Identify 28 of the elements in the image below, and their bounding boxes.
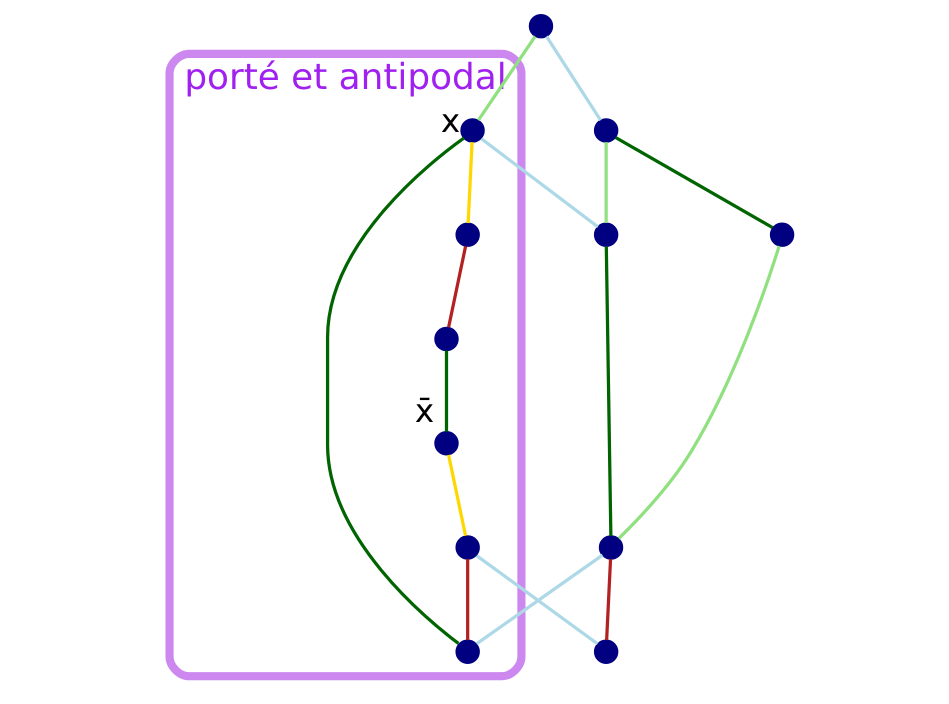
node-label: x [440,102,460,140]
node-circle [434,326,458,352]
connector [604,246,612,536]
connector [444,350,448,432]
connector [325,136,464,645]
connector [480,137,598,228]
node-circle [460,118,484,143]
node-circle [434,431,458,456]
node-circle [593,222,618,247]
node-circle [593,118,618,143]
node-circle [454,222,480,247]
connector [604,559,612,640]
node-circle [454,535,480,560]
node-circle [769,222,794,247]
node-circle [528,14,553,38]
connector [476,36,536,122]
node-label: x̄ [414,392,434,430]
connector [466,559,469,640]
connector [466,142,474,224]
connector [446,246,467,328]
connector [614,136,773,230]
connector [446,454,467,536]
node-circle [593,640,618,664]
node-circle [598,535,623,560]
connector [604,142,608,224]
connector [617,245,780,540]
connector [544,36,602,122]
node-circle [454,640,480,664]
